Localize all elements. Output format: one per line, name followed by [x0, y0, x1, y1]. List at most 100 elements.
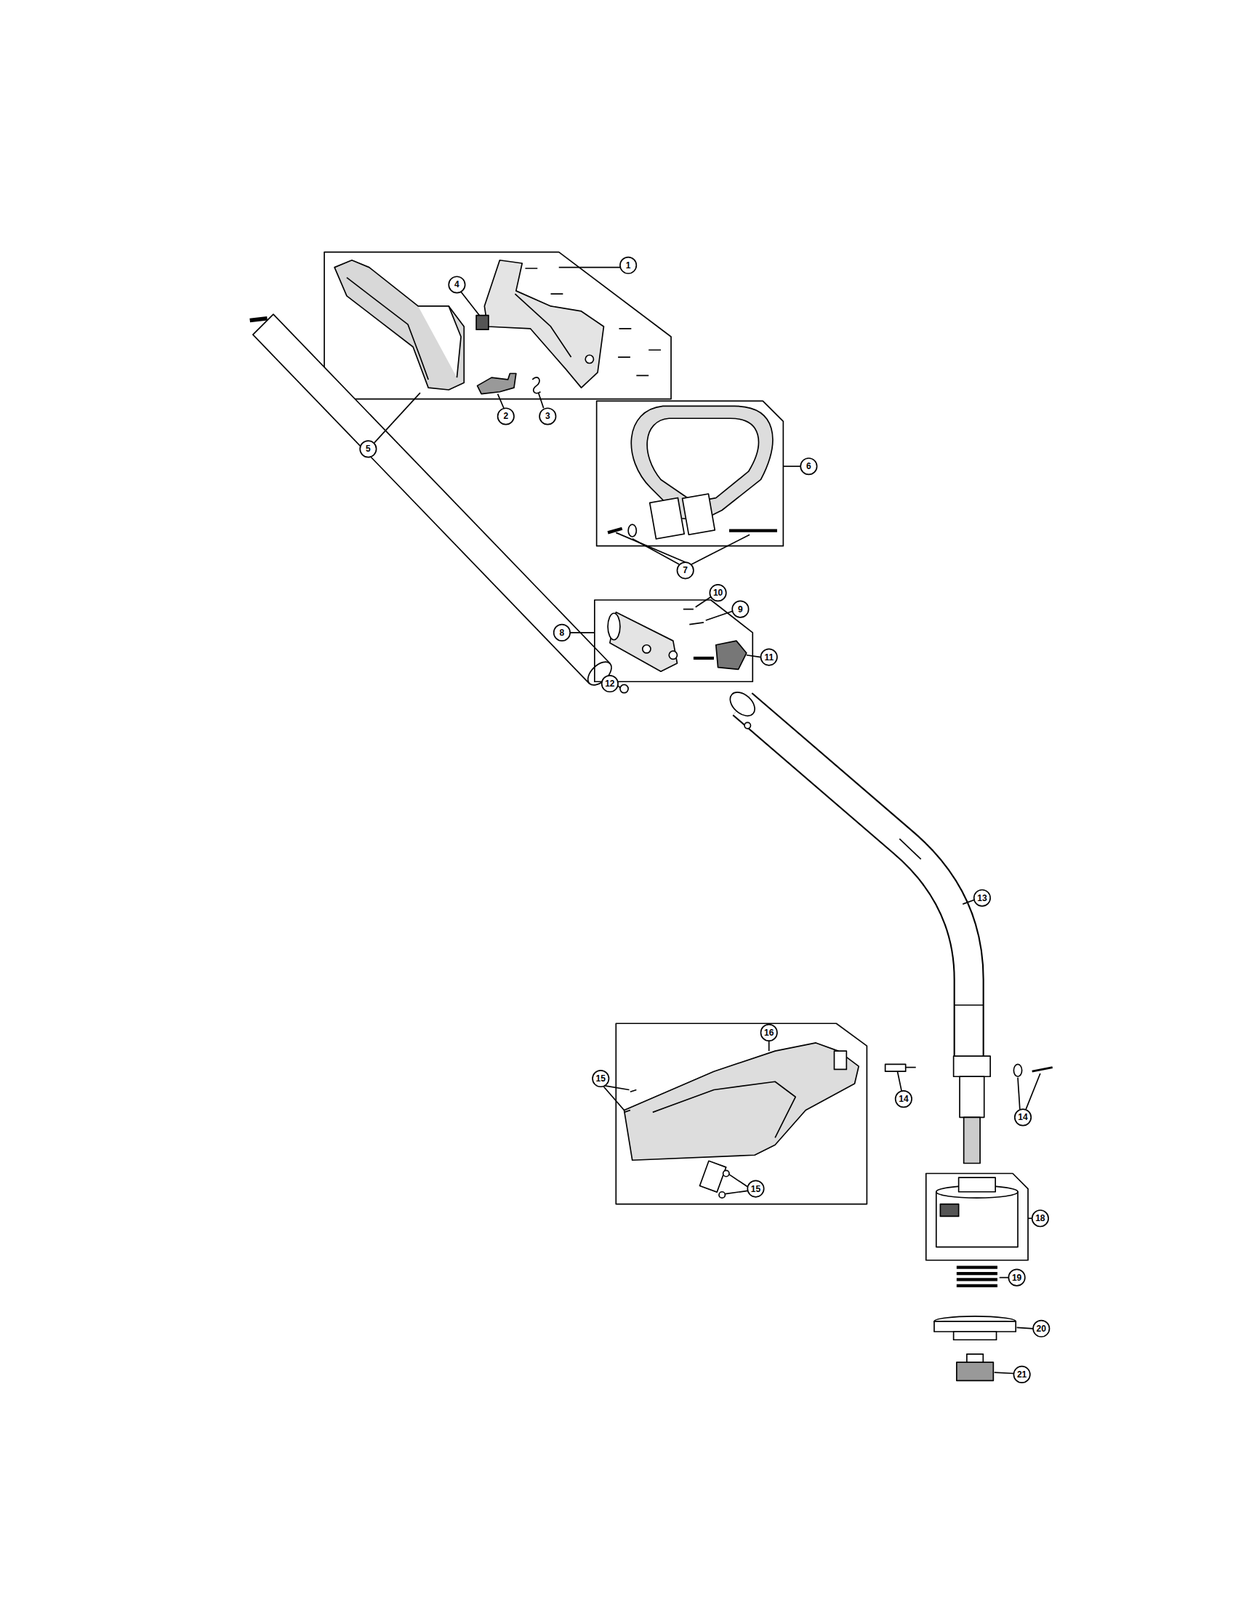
callout-leaders-part: [760, 648, 777, 665]
trimmer-head-part: [956, 1361, 994, 1380]
callout-leaders-part: [760, 1024, 777, 1041]
handle-group-part: [346, 277, 429, 380]
callout-number: 21: [1014, 1368, 1031, 1380]
lower-shaft-part: [964, 1116, 981, 1163]
guard-group-part: [615, 1022, 867, 1204]
callout-leaders-part: [603, 1086, 624, 1110]
lower-shaft-part: [959, 1075, 985, 1117]
handle-group-part: [477, 373, 517, 395]
callout-leaders-part: [601, 675, 618, 692]
handle-group: [324, 252, 672, 400]
callout-number: 5: [359, 443, 376, 454]
callout-leaders-part: [746, 655, 762, 658]
callout-number: 10: [710, 587, 727, 598]
callout-number: 13: [974, 892, 991, 903]
handle-group-part: [532, 377, 541, 394]
handle-group-part: [324, 252, 672, 400]
coupler-group-part: [683, 609, 704, 625]
callout-leaders-part: [691, 534, 750, 565]
handle-group-part: [524, 268, 661, 376]
callout-leaders-part: [724, 1190, 748, 1194]
callout-leaders-part: [974, 889, 991, 906]
trimmer-head-part: [926, 1173, 1028, 1260]
callout-number: 2: [497, 410, 514, 421]
guard-group: [615, 1022, 1052, 1204]
coupler-group-part: [594, 599, 753, 682]
callout-leaders: [359, 257, 1050, 1383]
callout-number: 6: [800, 460, 817, 472]
callout-leaders-part: [374, 392, 421, 443]
lower-shaft-part: [742, 703, 969, 1056]
loop-handle-group-part: [596, 400, 784, 546]
callout-leaders-part: [895, 1090, 912, 1107]
callout-leaders-part: [1025, 1073, 1041, 1109]
callout-leaders-part: [592, 1070, 609, 1087]
trimmer-head-part: [966, 1353, 983, 1362]
callout-leaders-part: [1013, 1366, 1030, 1383]
callout-leaders-part: [1033, 1320, 1050, 1337]
loop-handle-group-part: [628, 524, 637, 537]
callout-leaders-part: [729, 1174, 748, 1187]
callout-leaders-part: [1014, 1108, 1031, 1125]
callout-leaders-part: [999, 1276, 1010, 1279]
callout-leaders-part: [1017, 1077, 1020, 1109]
callout-leaders-part: [617, 685, 621, 688]
guard-group-part: [885, 1063, 906, 1071]
handle-group-part: [514, 293, 571, 357]
callout-leaders-part: [620, 257, 637, 274]
lower-shaft-part: [899, 838, 921, 859]
guard-group-part: [723, 1169, 730, 1176]
callout-leaders-part: [676, 561, 693, 578]
callout-number: 15: [747, 1183, 764, 1194]
guard-group-part: [1032, 1067, 1053, 1072]
callout-leaders-part: [800, 458, 817, 475]
callout-number: 12: [601, 678, 618, 689]
callout-leaders-part: [768, 1040, 770, 1051]
handle-group-part: [585, 354, 594, 363]
guard-group-part: [624, 1089, 637, 1112]
lower-shaft-part: [744, 721, 751, 728]
lower-shaft-part: [725, 687, 759, 721]
trimmer-head-part: [956, 1267, 998, 1286]
callout-leaders-part: [695, 596, 712, 608]
guard-group-part: [699, 1160, 726, 1192]
loop-handle-group-part: [682, 493, 716, 535]
callout-leaders-part: [559, 266, 621, 269]
callout-number: 18: [1032, 1212, 1049, 1223]
callout-leaders-part: [604, 1085, 630, 1090]
loop-handle-group-part: [607, 528, 623, 533]
callout-number: 9: [732, 604, 749, 615]
parts-illustration-part: [250, 252, 1053, 1383]
coupler-group-part: [642, 644, 651, 653]
callout-leaders-part: [1027, 1217, 1033, 1219]
guard-group-part: [905, 1066, 917, 1068]
trimmer-head-part: [934, 1320, 1016, 1332]
handle-group-part: [334, 260, 464, 390]
callout-number: 7: [677, 564, 694, 576]
callout-number: 19: [1009, 1272, 1026, 1283]
callout-leaders-part: [539, 407, 556, 424]
callout-number: 14: [895, 1093, 912, 1104]
callout-leaders-part: [553, 624, 570, 641]
coupler-group-part: [620, 684, 629, 693]
callout-leaders-part: [359, 440, 376, 457]
guard-group-part: [834, 1050, 847, 1069]
guard-group-part: [652, 1081, 796, 1138]
callout-leaders-part: [732, 600, 749, 617]
callout-leaders-part: [448, 276, 465, 293]
trimmer-head: [926, 1173, 1028, 1381]
callout-number: 20: [1033, 1323, 1050, 1334]
loop-handle-group-part: [729, 528, 778, 532]
callout-leaders-part: [897, 1070, 902, 1091]
guard-group-part: [719, 1191, 725, 1198]
coupler-group: [594, 599, 753, 693]
callout-leaders-part: [497, 407, 514, 424]
trimmer-head-part: [936, 1191, 1018, 1247]
upper-shaft-part: [252, 314, 610, 684]
upper-shaft-part: [250, 318, 268, 321]
handle-group-part: [484, 260, 604, 388]
lower-shaft-part: [742, 703, 969, 1056]
callout-leaders-part: [569, 631, 595, 634]
